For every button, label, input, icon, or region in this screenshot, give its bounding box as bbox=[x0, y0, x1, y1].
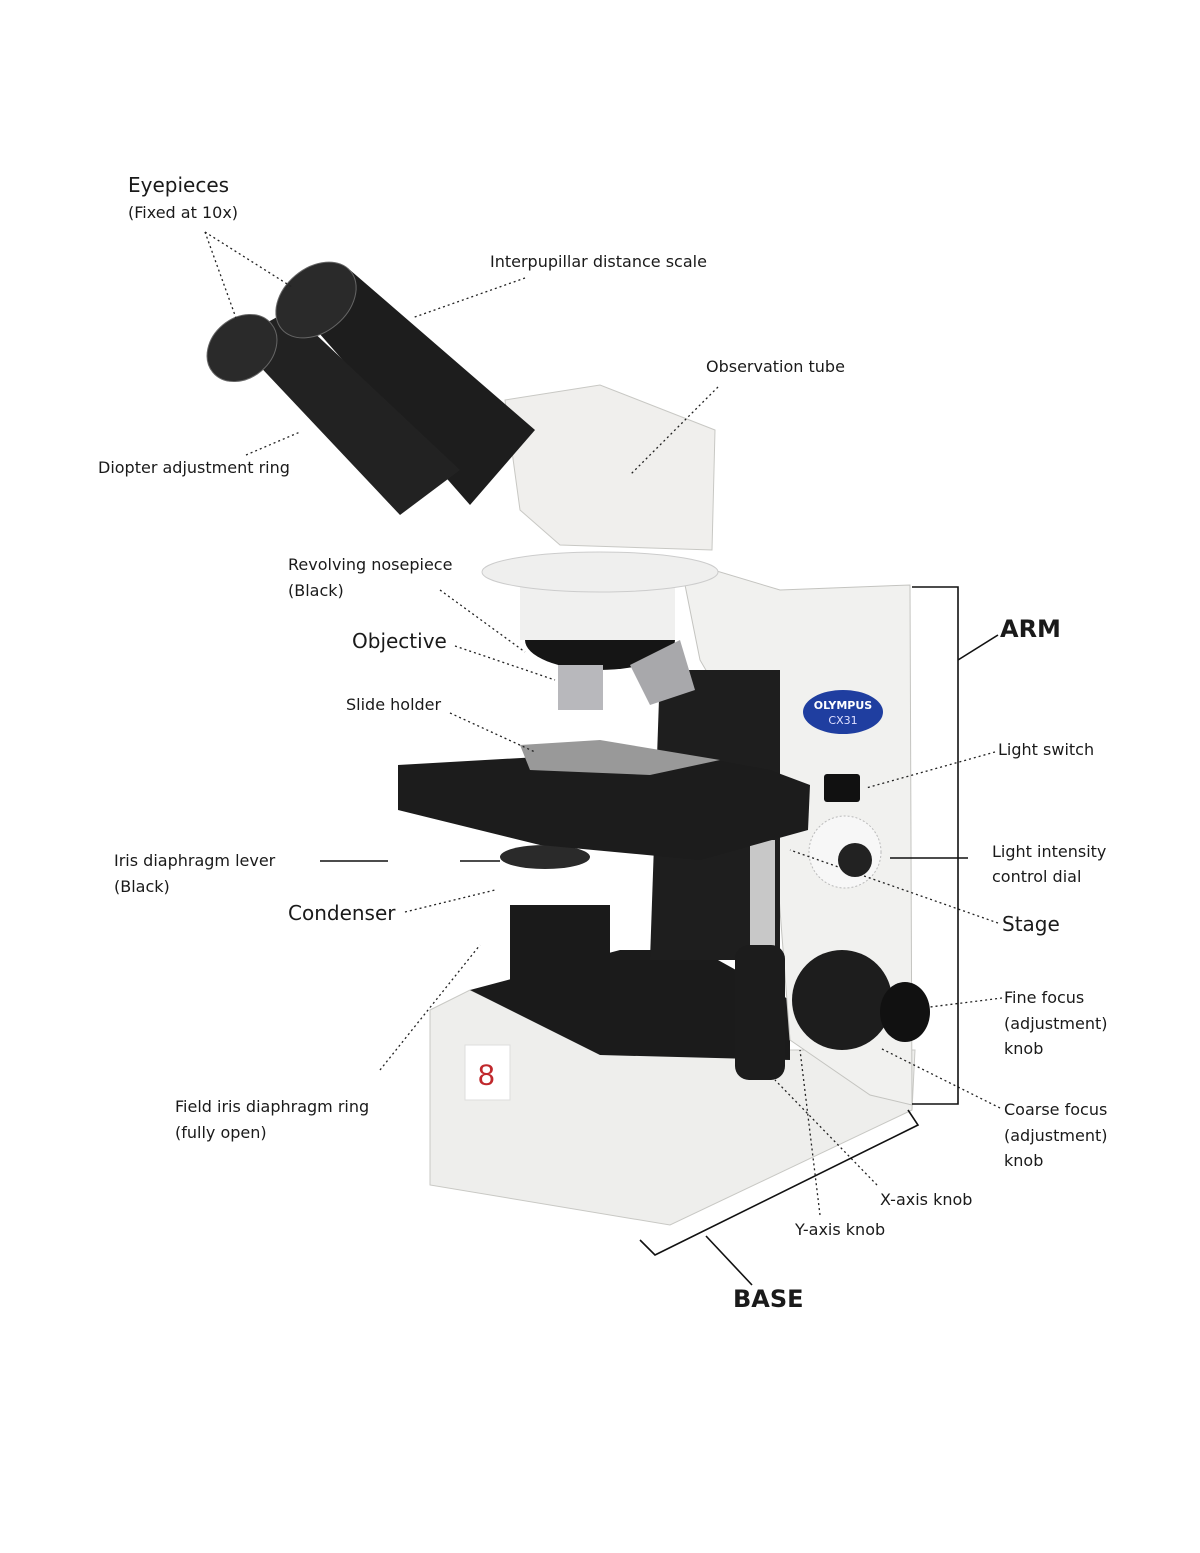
label-iris-lever: Iris diaphragm lever bbox=[114, 851, 276, 870]
label-light-switch: Light switch bbox=[998, 740, 1095, 759]
eyepieces bbox=[206, 261, 535, 515]
label-eyepieces-note: (Fixed at 10x) bbox=[128, 203, 239, 222]
label-condenser: Condenser bbox=[288, 901, 396, 925]
svg-text:OLYMPUS: OLYMPUS bbox=[814, 699, 873, 712]
label-stage: Stage bbox=[1002, 912, 1060, 936]
label-observation-tube: Observation tube bbox=[706, 357, 845, 376]
label-field-iris: Field iris diaphragm ring bbox=[175, 1097, 370, 1116]
xy-stage-knobs bbox=[735, 945, 785, 1080]
label-slide-holder: Slide holder bbox=[346, 695, 442, 714]
light-switch bbox=[824, 774, 860, 802]
label-eyepieces: Eyepieces bbox=[128, 173, 230, 197]
label-coarse-focus-3: knob bbox=[1004, 1151, 1044, 1170]
label-light-intensity-1: Light intensity bbox=[992, 842, 1107, 861]
label-nosepiece: Revolving nosepiece bbox=[288, 555, 453, 574]
label-diopter: Diopter adjustment ring bbox=[98, 458, 290, 477]
label-fine-focus-2: (adjustment) bbox=[1004, 1014, 1108, 1033]
leader-lines bbox=[204, 231, 1003, 1216]
label-y-axis-knob: Y-axis knob bbox=[795, 1220, 886, 1239]
label-arm: ARM bbox=[1000, 615, 1061, 643]
label-nosepiece-note: (Black) bbox=[288, 581, 344, 600]
microscope-stage bbox=[398, 750, 810, 860]
observation-tube bbox=[504, 384, 716, 551]
olympus-logo bbox=[803, 690, 883, 734]
label-fine-focus-1: Fine focus bbox=[1004, 988, 1085, 1007]
brackets bbox=[320, 586, 999, 1286]
coarse-focus-knob bbox=[792, 950, 892, 1050]
condenser-body bbox=[510, 905, 610, 1010]
label-coarse-focus-2: (adjustment) bbox=[1004, 1126, 1108, 1145]
label-coarse-focus-1: Coarse focus bbox=[1004, 1100, 1108, 1119]
fine-focus-knob bbox=[880, 982, 930, 1042]
label-objective: Objective bbox=[352, 629, 447, 653]
label-x-axis-knob: X-axis knob bbox=[880, 1190, 973, 1209]
label-interpupillar: Interpupillar distance scale bbox=[490, 252, 707, 271]
station-number-card bbox=[464, 1044, 511, 1101]
station-number: 8 bbox=[478, 1059, 495, 1092]
objective-lens bbox=[558, 665, 603, 710]
label-base: BASE bbox=[733, 1285, 804, 1313]
label-field-iris-note: (fully open) bbox=[175, 1123, 267, 1142]
label-iris-lever-note: (Black) bbox=[114, 877, 170, 896]
label-fine-focus-3: knob bbox=[1004, 1039, 1044, 1058]
label-light-intensity-2: control dial bbox=[992, 867, 1082, 886]
svg-text:CX31: CX31 bbox=[828, 714, 857, 727]
